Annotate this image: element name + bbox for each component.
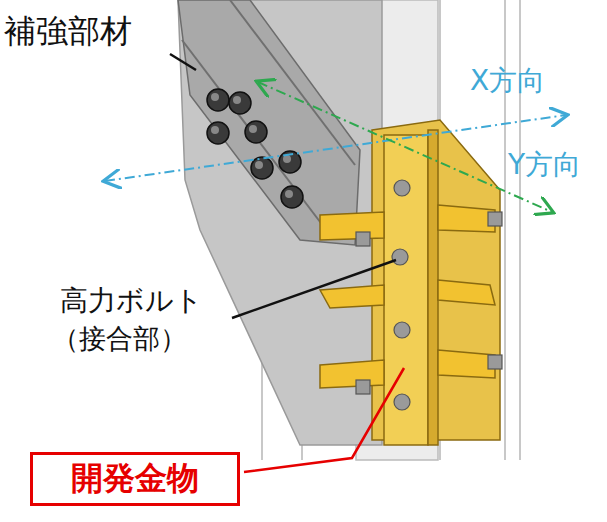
label-text: （接合部） [52, 324, 187, 354]
hardware-bolts [356, 180, 502, 410]
callout-text: 開発金物 [71, 461, 199, 496]
label-text: Y方向 [508, 150, 581, 181]
y-direction-arrow [258, 82, 552, 212]
leader-line [170, 54, 196, 70]
label-text: X方向 [470, 66, 545, 97]
bolt-highlights [211, 93, 293, 198]
leader-line [244, 368, 404, 472]
callout-box: 開発金物 [30, 452, 240, 506]
brace-bolts [207, 89, 303, 208]
leader-line [232, 260, 396, 318]
label-text: 高力ボルト [60, 286, 203, 317]
brace-member [178, 0, 360, 245]
x-direction-arrow [105, 115, 566, 181]
label-text: 補強部材 [4, 14, 132, 49]
hardware [320, 120, 500, 445]
